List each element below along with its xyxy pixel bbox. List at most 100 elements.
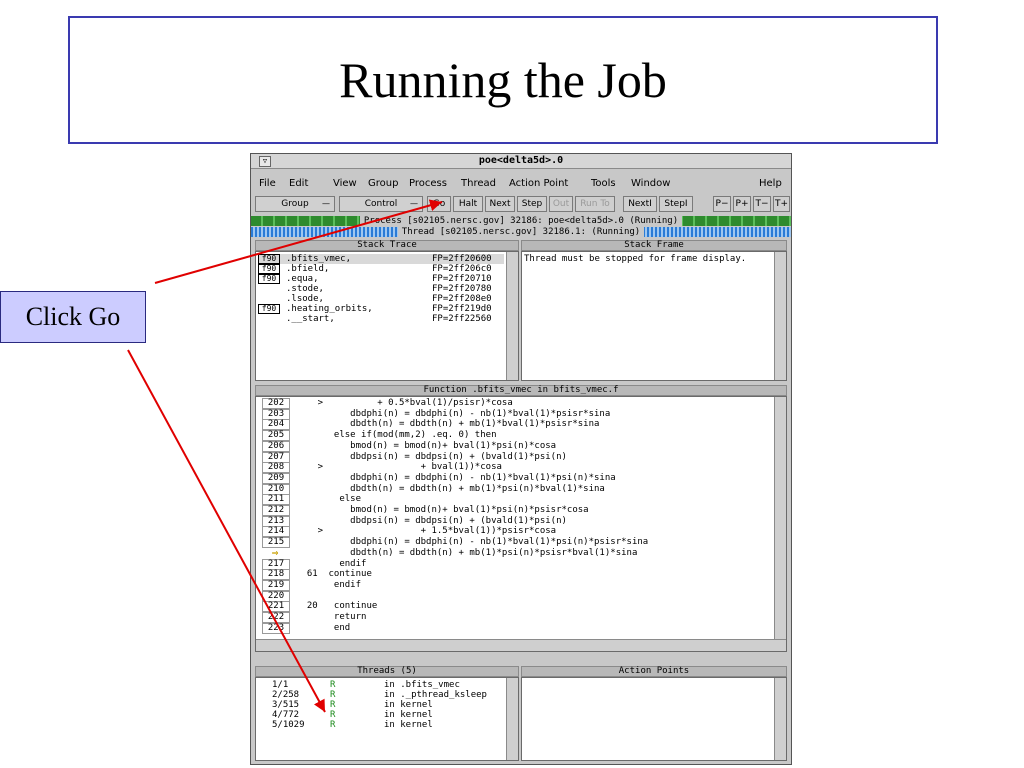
frame-function-name: .bfits_vmec, <box>286 254 352 264</box>
stepi-button[interactable]: StepI <box>659 196 693 212</box>
line-number[interactable]: 214 <box>262 526 290 538</box>
line-number[interactable]: 221 <box>262 601 290 613</box>
language-tag <box>258 284 278 292</box>
stack-frame-scrollbar[interactable] <box>774 252 786 380</box>
menu-help[interactable]: Help <box>759 178 782 189</box>
stack-frame-row[interactable]: .lsode,FP=2ff208e0 <box>258 294 504 304</box>
line-number[interactable]: 211 <box>262 494 290 506</box>
thread-state: R <box>330 700 336 710</box>
frame-function-name: .equa, <box>286 274 319 284</box>
next-thread-button[interactable]: T+ <box>773 196 790 212</box>
thread-location: in ._pthread_ksleep <box>384 690 487 700</box>
next-button[interactable]: Next <box>485 196 515 212</box>
callout-text: Click Go <box>25 302 121 331</box>
line-number[interactable]: 207 <box>262 451 290 463</box>
line-number[interactable]: 220 <box>262 590 290 602</box>
stack-frame-row[interactable]: .__start,FP=2ff22560 <box>258 314 504 324</box>
line-number[interactable]: 222 <box>262 612 290 623</box>
menu-tools[interactable]: Tools <box>591 178 616 189</box>
language-tag: f90 <box>258 274 280 284</box>
go-button[interactable]: Go <box>427 196 451 212</box>
source-line: dbdth(n) = dbdth(n) + mb(1)*psi(n)*bval(… <box>296 483 605 494</box>
frame-pointer: FP=2ff20710 <box>432 274 492 284</box>
line-number[interactable]: 217 <box>262 558 290 570</box>
prev-process-button[interactable]: P− <box>713 196 731 212</box>
menu-window[interactable]: Window <box>631 178 671 189</box>
menu-file[interactable]: File <box>259 178 276 189</box>
group-dropdown[interactable]: Group — <box>255 196 335 212</box>
source-vertical-scrollbar[interactable] <box>774 397 786 639</box>
window-titlebar[interactable]: ▽ poe<delta5d>.0 <box>251 154 791 169</box>
stack-trace-scrollbar[interactable] <box>506 252 518 380</box>
halt-button[interactable]: Halt <box>453 196 483 212</box>
current-line-arrow-icon[interactable]: ⇒ <box>262 547 288 558</box>
stack-frame-row[interactable]: .stode,FP=2ff20780 <box>258 284 504 294</box>
chevron-down-icon: — <box>322 199 330 208</box>
menu-edit[interactable]: Edit <box>289 178 309 189</box>
stack-frame-pane[interactable]: Thread must be stopped for frame display… <box>521 251 787 381</box>
next-process-button[interactable]: P+ <box>733 196 751 212</box>
action-points-pane[interactable] <box>521 677 787 761</box>
frame-pointer: FP=2ff20600 <box>432 254 492 264</box>
line-number[interactable]: 208 <box>262 462 290 474</box>
thread-status-bar: Thread [s02105.nersc.gov] 32186.1: (Runn… <box>251 227 791 237</box>
thread-location: in kernel <box>384 720 433 730</box>
line-number[interactable]: 212 <box>262 505 290 516</box>
stack-frame-row[interactable]: f90 .equa, FP=2ff20710 <box>258 274 504 284</box>
line-number[interactable]: 219 <box>262 579 290 591</box>
frame-function-name: .__start, <box>286 314 335 324</box>
source-horizontal-scrollbar[interactable] <box>256 639 786 651</box>
line-number[interactable]: 204 <box>262 419 290 431</box>
stack-frame-header: Stack Frame <box>521 240 787 251</box>
group-dropdown-label: Group <box>281 199 309 209</box>
menu-action-point[interactable]: Action Point <box>509 178 569 189</box>
thread-location: in kernel <box>384 700 433 710</box>
action-points-scrollbar[interactable] <box>774 678 786 760</box>
language-tag <box>258 294 278 302</box>
stack-frame-row[interactable]: f90.bfield,FP=2ff206c0 <box>258 264 504 274</box>
line-number[interactable]: 206 <box>262 440 290 452</box>
line-number[interactable]: 205 <box>262 430 290 442</box>
line-number[interactable]: 203 <box>262 408 290 420</box>
thread-id: 5/1029 <box>272 720 305 730</box>
menu-process[interactable]: Process <box>409 178 447 189</box>
source-line: > + bval(1))*cosa <box>296 462 502 473</box>
slide-title-box: Running the Job <box>68 16 938 144</box>
prev-thread-button[interactable]: T− <box>753 196 771 212</box>
line-number[interactable]: 223 <box>262 622 290 634</box>
menu-group[interactable]: Group <box>368 178 399 189</box>
nexti-button[interactable]: NextI <box>623 196 657 212</box>
line-number[interactable]: 210 <box>262 483 290 495</box>
action-points-header: Action Points <box>521 666 787 677</box>
source-line: endif <box>296 579 362 590</box>
toolbar: Group — Control — Go Halt Next Step Out … <box>251 196 791 214</box>
run-to-button[interactable]: Run To <box>575 196 615 212</box>
out-button[interactable]: Out <box>549 196 573 212</box>
source-line: dbdphi(n) = dbdphi(n) - nb(1)*bval(1)*ps… <box>296 472 616 483</box>
stack-frame-row[interactable]: f90.heating_orbits,FP=2ff219d0 <box>258 304 504 314</box>
thread-state: R <box>330 680 336 690</box>
threads-scrollbar[interactable] <box>506 678 518 760</box>
menu-thread[interactable]: Thread <box>461 178 496 189</box>
line-number[interactable]: 209 <box>262 472 290 484</box>
window-menu-button[interactable]: ▽ <box>259 156 271 167</box>
stack-frame-row[interactable]: f90.bfits_vmec,FP=2ff20600 <box>258 254 504 264</box>
line-number[interactable]: 213 <box>262 515 290 527</box>
source-line: end <box>296 622 351 633</box>
process-status-text: Process [s02105.nersc.gov] 32186: poe<de… <box>359 216 683 226</box>
frame-function-name: .heating_orbits, <box>286 304 373 314</box>
frame-pointer: FP=2ff208e0 <box>432 294 492 304</box>
menu-view[interactable]: View <box>333 178 357 189</box>
line-number[interactable]: 218 <box>262 569 290 581</box>
control-dropdown[interactable]: Control — <box>339 196 423 212</box>
line-number[interactable]: 202 <box>262 398 290 409</box>
step-button[interactable]: Step <box>517 196 547 212</box>
